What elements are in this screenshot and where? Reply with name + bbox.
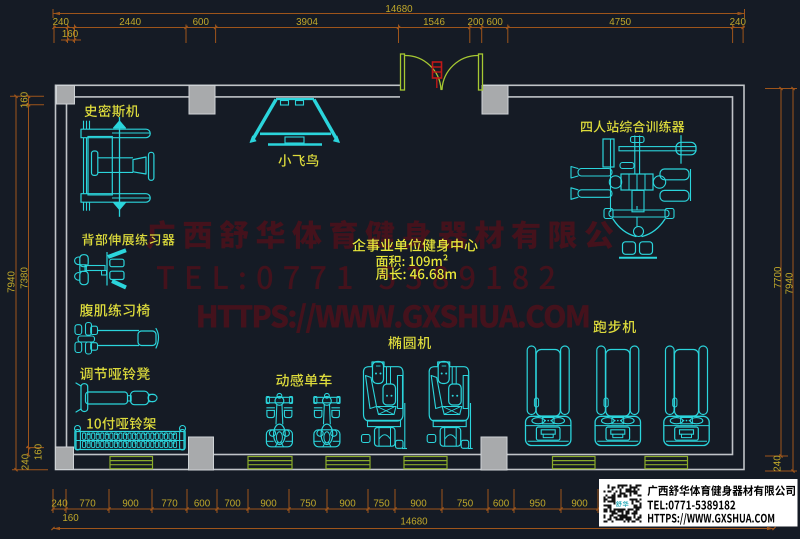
svg-text:750: 750 [373,499,390,510]
svg-text:160: 160 [20,91,31,108]
svg-text:7940: 7940 [7,271,18,293]
svg-text:160: 160 [62,29,79,40]
svg-text:240: 240 [773,455,784,472]
svg-text:950: 950 [529,499,546,510]
svg-text:160: 160 [62,513,79,524]
svg-text:900: 900 [339,499,356,510]
svg-text:240: 240 [730,17,747,28]
svg-text:750: 750 [457,499,474,510]
svg-text:200: 200 [468,17,485,28]
svg-text:4750: 4750 [609,17,631,28]
svg-text:900: 900 [410,499,427,510]
svg-text:600: 600 [493,499,510,510]
svg-text:900: 900 [260,499,277,510]
svg-text:7380: 7380 [20,267,31,289]
svg-text:600: 600 [193,17,210,28]
svg-text:770: 770 [161,499,178,510]
svg-text:900: 900 [571,499,588,510]
svg-text:7940: 7940 [785,272,796,294]
svg-text:900: 900 [122,499,139,510]
svg-text:240: 240 [53,17,70,28]
svg-text:160: 160 [34,443,45,460]
svg-text:7700: 7700 [773,266,784,288]
svg-text:770: 770 [79,499,96,510]
svg-text:600: 600 [194,499,211,510]
svg-text:3904: 3904 [296,17,318,28]
svg-text:14680: 14680 [385,4,413,15]
svg-text:600: 600 [487,17,504,28]
svg-text:240: 240 [21,453,32,470]
svg-text:750: 750 [300,499,317,510]
svg-text:14680: 14680 [400,517,428,528]
svg-text:2440: 2440 [119,17,141,28]
svg-text:700: 700 [224,499,241,510]
svg-text:240: 240 [51,499,68,510]
svg-text:1546: 1546 [423,17,445,28]
